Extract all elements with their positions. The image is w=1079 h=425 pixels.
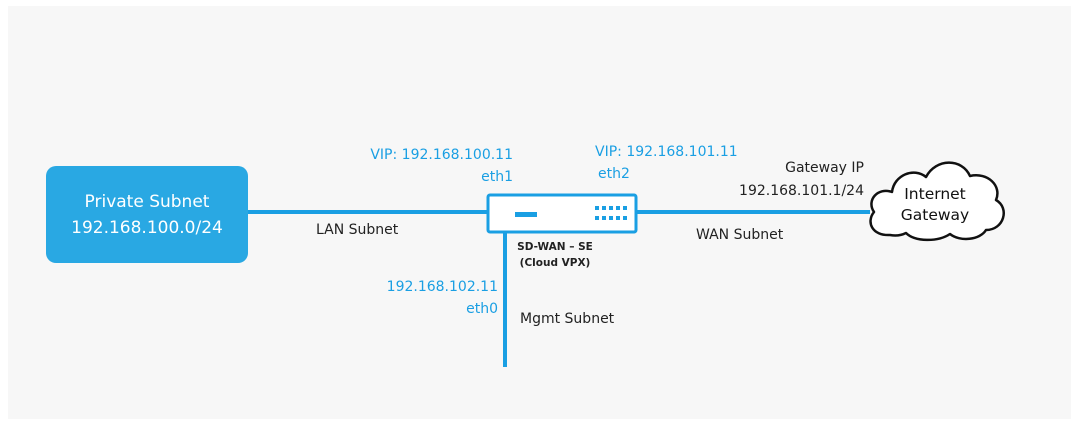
internet-gateway-line2: Gateway: [900, 206, 970, 224]
private-subnet-box: Private Subnet 192.168.100.0/24: [46, 166, 248, 263]
mgmt-ip-label: 192.168.102.11: [386, 279, 498, 295]
lan-subnet-label: LAN Subnet: [316, 222, 399, 238]
device-name-label: SD-WAN – SE: [517, 241, 593, 253]
private-subnet-cidr: 192.168.100.0/24: [71, 217, 223, 238]
gateway-ip-value: 192.168.101.1/24: [739, 183, 864, 199]
gateway-ip-title: Gateway IP: [785, 160, 864, 176]
mgmt-subnet-label: Mgmt Subnet: [520, 311, 615, 327]
sdwan-appliance-icon: [486, 193, 638, 234]
eth0-label: eth0: [466, 301, 498, 317]
wan-vip-label: VIP: 192.168.101.11: [595, 144, 738, 160]
internet-gateway-line1: Internet: [904, 185, 966, 203]
internet-gateway-label: Internet Gateway: [880, 184, 990, 226]
wan-subnet-label: WAN Subnet: [696, 227, 784, 243]
eth2-label: eth2: [598, 166, 630, 182]
cloud-icon: [869, 161, 1005, 242]
eth1-label: eth1: [481, 169, 513, 185]
lan-vip-label: VIP: 192.168.100.11: [370, 147, 513, 163]
private-subnet-title: Private Subnet: [84, 191, 210, 212]
device-model-label: (Cloud VPX): [519, 257, 591, 269]
